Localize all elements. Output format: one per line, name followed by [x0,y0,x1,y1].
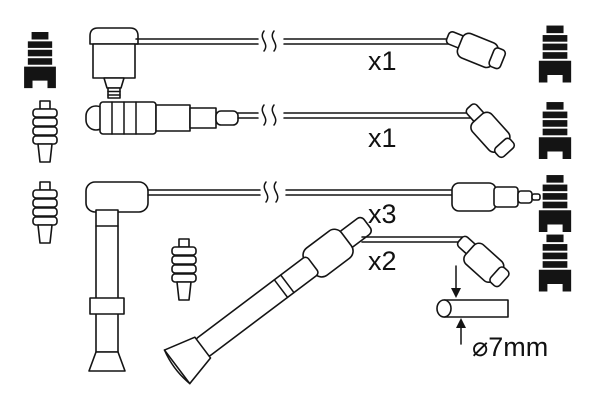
quantity-label-row2: x1 [368,123,397,153]
cable-break-icon [261,30,277,52]
black-boot-silhouette-icon [538,102,572,160]
row3-assembly: x3 [85,181,541,372]
row2-assembly: x1 [85,101,516,159]
row2-cable [237,104,477,126]
ribbed-boot-outline-icon [32,181,58,244]
row3-elbow-long-connector [85,181,149,372]
diameter-label: ⌀7mm [472,332,548,362]
black-boot-silhouette-icon [24,32,56,89]
black-boot-silhouette-icon [538,234,572,292]
black-boot-silhouette-icon [538,25,572,83]
row3-straight-connector [451,182,541,212]
row1-coil-connector [89,27,139,99]
quantity-label-row3: x3 [368,199,397,229]
row1-cable [135,30,455,52]
ribbed-boot-outline-icon [171,238,197,301]
row1-plug-connector [445,31,507,70]
diameter-annotation: ⌀7mm [436,265,548,362]
row2-plug-connector [465,103,516,159]
quantity-label-row4: x2 [368,246,397,276]
cable-cross-section [436,299,509,318]
cable-break-icon [261,104,277,126]
row3-cable [147,181,453,203]
row4-angled-boot-connector [163,216,373,385]
quantity-label-row1: x1 [368,46,397,76]
row4-plug-connector [456,235,510,288]
row4-assembly: x2 [163,216,510,385]
cable-break-icon [263,181,279,203]
row4-cable [361,236,467,243]
row2-straight-connector [85,101,239,135]
ribbed-boot-outline-icon [32,100,58,163]
black-boot-silhouette-icon [538,175,572,233]
row1-assembly: x1 [89,27,507,99]
